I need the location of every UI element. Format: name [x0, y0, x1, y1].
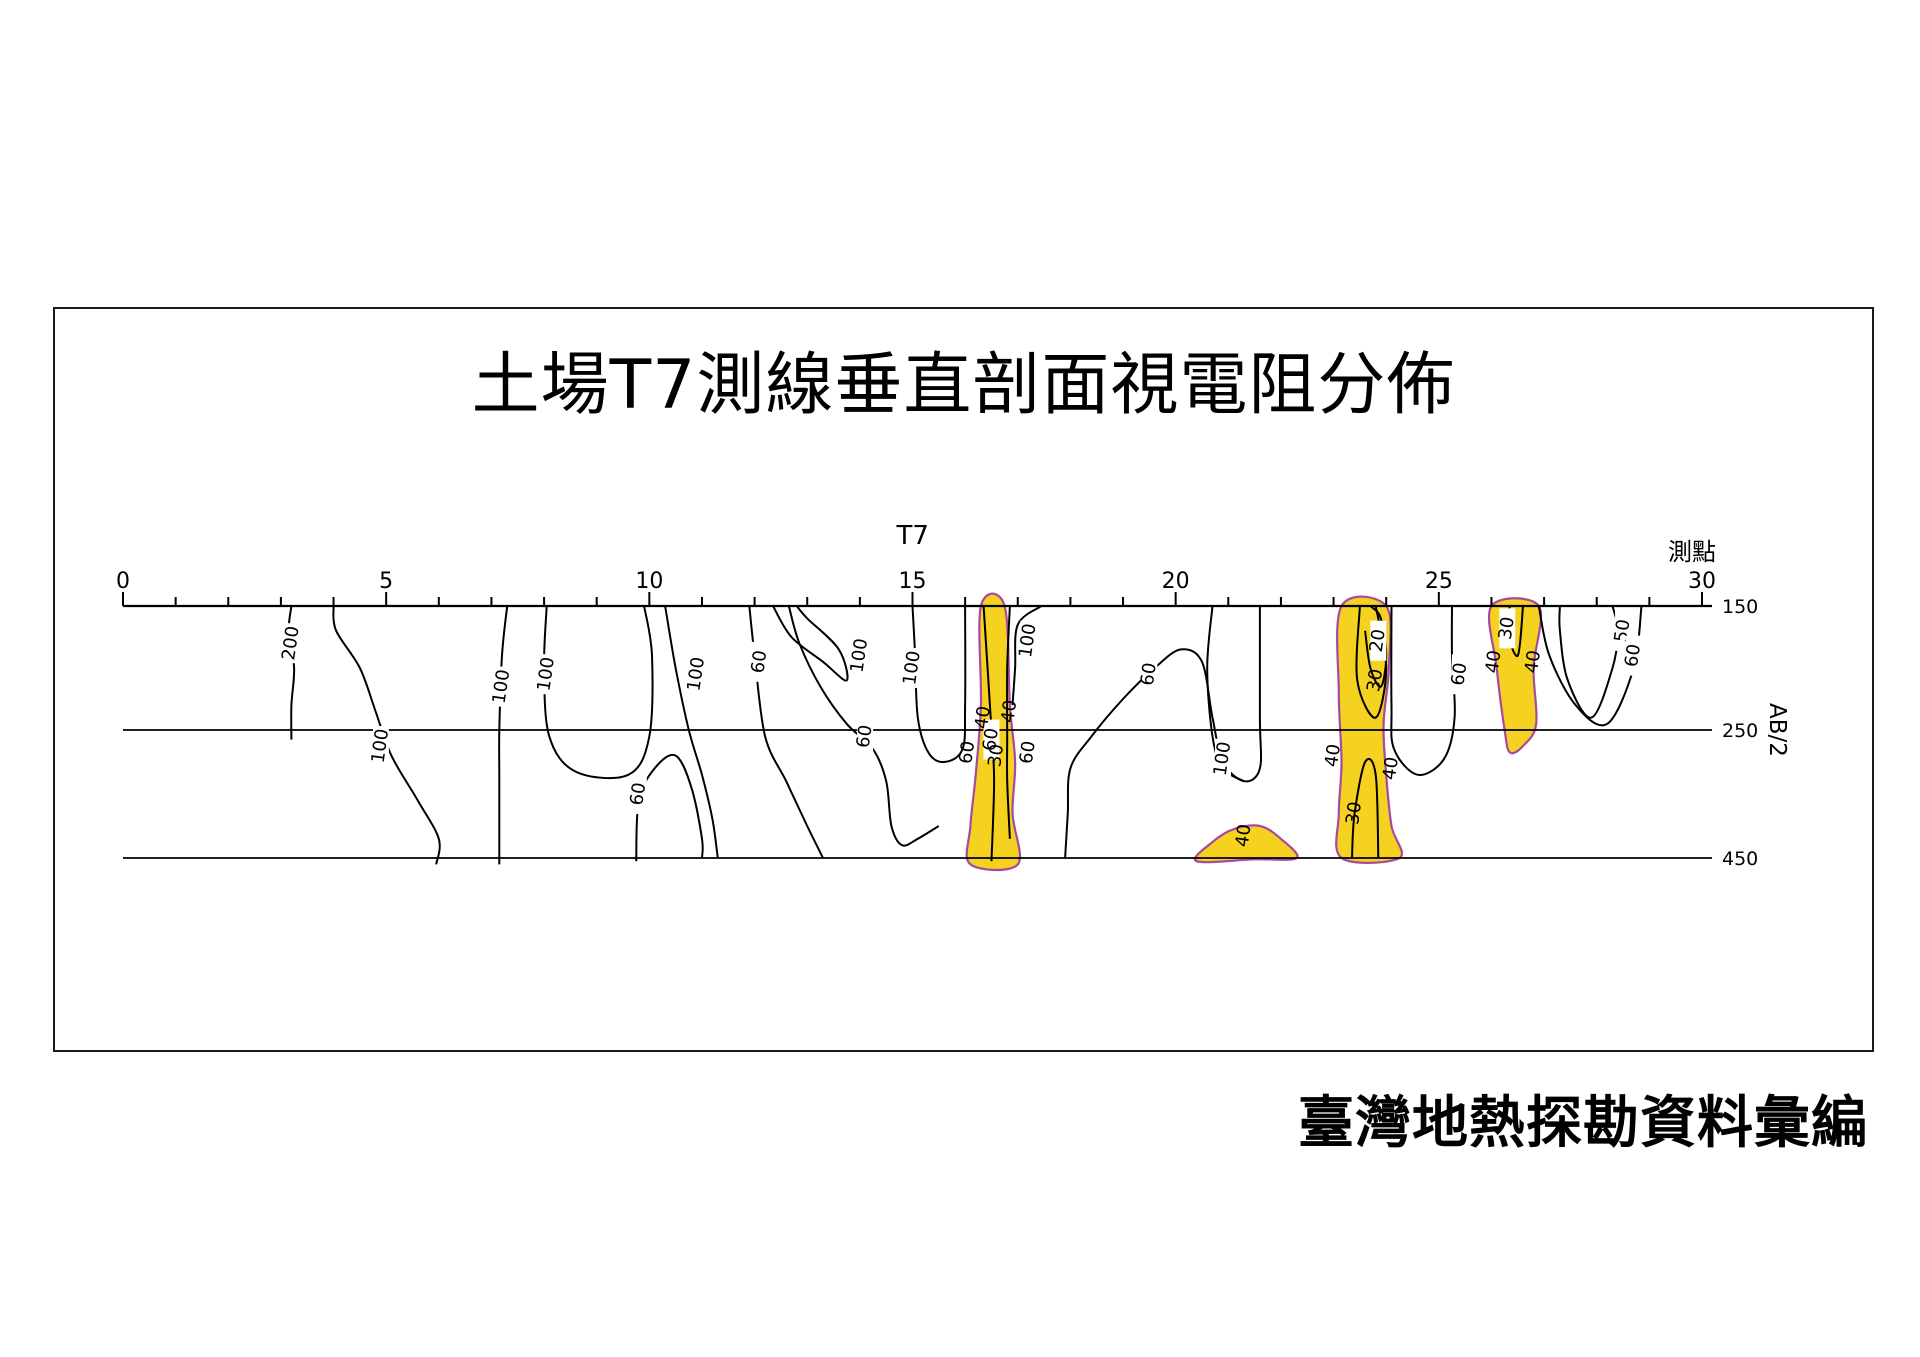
contour-line-2: [498, 605, 509, 865]
contour-label-0: 200: [278, 625, 304, 662]
source-credit: 臺灣地熱探勘資料彙編: [1298, 1091, 1868, 1156]
contour-label-7: 100: [847, 637, 873, 674]
zone-label-1: 40: [997, 699, 1021, 725]
contour-label-bg-1: [372, 726, 389, 766]
x-axis-label: 測點: [1668, 538, 1716, 566]
contour-label-17: 30: [1495, 615, 1519, 641]
depth-label-150: 150: [1722, 596, 1758, 618]
zone-label-9: 30: [1342, 800, 1366, 826]
contour-label-bg-3: [538, 654, 555, 695]
contour-label-bg-10: [983, 719, 1000, 760]
contour-label-6: 60: [747, 649, 771, 675]
contour-label-1: 100: [368, 727, 394, 764]
contour-label-bg-13: [1215, 738, 1232, 779]
contour-line-12: [1064, 606, 1263, 859]
zone-label-4: 60: [1016, 740, 1040, 766]
contour-label-bg-7: [851, 635, 868, 676]
depth-label-450: 450: [1722, 848, 1758, 870]
zone-label-11: 40: [1521, 649, 1545, 675]
zone-label-5: 40: [1232, 823, 1256, 849]
contour-label-5: 60: [626, 781, 650, 807]
contour-label-14: 60: [1447, 661, 1471, 687]
contour-label-8: 60: [853, 724, 877, 750]
depth-label-250: 250: [1722, 720, 1758, 742]
zone-label-7: 40: [1379, 756, 1403, 782]
contour-label-13: 100: [1210, 740, 1236, 777]
contour-label-bg-5: [630, 774, 647, 814]
contour-line-10: [1006, 605, 1011, 839]
contour-line-7: [772, 605, 849, 682]
contour-line-4: [664, 605, 719, 859]
contour-label-3: 100: [533, 656, 559, 693]
contour-label-16: 60: [1621, 643, 1645, 669]
chart-title: 土場T7測線垂直剖面視電阻分佈: [471, 346, 1456, 425]
contour-line-15: [1558, 605, 1619, 719]
zone-label-2: 30: [984, 743, 1008, 769]
x-tick-label-15: 15: [899, 569, 927, 594]
zone-label-3: 60: [955, 740, 979, 766]
contour-label-bg-9: [904, 648, 921, 688]
contour-label-bg-4: [688, 654, 705, 695]
contour-line-8: [787, 605, 940, 847]
contour-label-bg-6: [751, 641, 768, 682]
contour-line-14: [1390, 605, 1456, 776]
contour-label-11: 100: [1015, 622, 1041, 659]
contour-label-bg-11: [1020, 620, 1037, 661]
contour-line-18: [1364, 605, 1388, 688]
figure-frame: 土場T7測線垂直剖面視電阻分佈: [53, 307, 1874, 1052]
contour-label-10: 60: [979, 727, 1003, 753]
contour-label-bg-8: [857, 716, 874, 757]
x-tick-label-10: 10: [635, 569, 663, 594]
zone-label-0: 40: [971, 705, 995, 731]
contour-label-bg-0: [283, 623, 300, 664]
contour-label-bg-18: [1370, 620, 1387, 661]
contour-label-18: 20: [1366, 628, 1390, 654]
contour-label-9: 100: [899, 649, 925, 686]
contour-line-3: [543, 605, 654, 780]
zone-label-6: 40: [1321, 743, 1345, 769]
contour-line-11: [1011, 605, 1043, 706]
contour-label-12: 60: [1137, 661, 1161, 687]
contour-label-bg-12: [1141, 654, 1158, 695]
x-tick-label-0: 0: [116, 569, 130, 594]
x-tick-label-25: 25: [1425, 569, 1453, 594]
line-name: T7: [896, 521, 929, 551]
contour-label-bg-16: [1625, 635, 1642, 676]
x-tick-label-30: 30: [1688, 569, 1716, 594]
zone-label-10: 40: [1482, 649, 1506, 675]
contour-label-4: 100: [683, 656, 709, 693]
contour-label-2: 100: [489, 668, 515, 705]
low-zone-1: [1194, 824, 1299, 864]
zone-label-8: 30: [1363, 668, 1387, 694]
contour-label-bg-14: [1451, 654, 1468, 695]
contour-label-bg-2: [493, 666, 510, 707]
contour-label-bg-17: [1499, 608, 1516, 649]
x-tick-label-20: 20: [1162, 569, 1190, 594]
y-axis-label: AB/2: [1764, 703, 1790, 757]
contour-line-0: [287, 605, 296, 740]
inner-contour-2: [1351, 758, 1380, 859]
x-tick-label-5: 5: [379, 569, 393, 594]
